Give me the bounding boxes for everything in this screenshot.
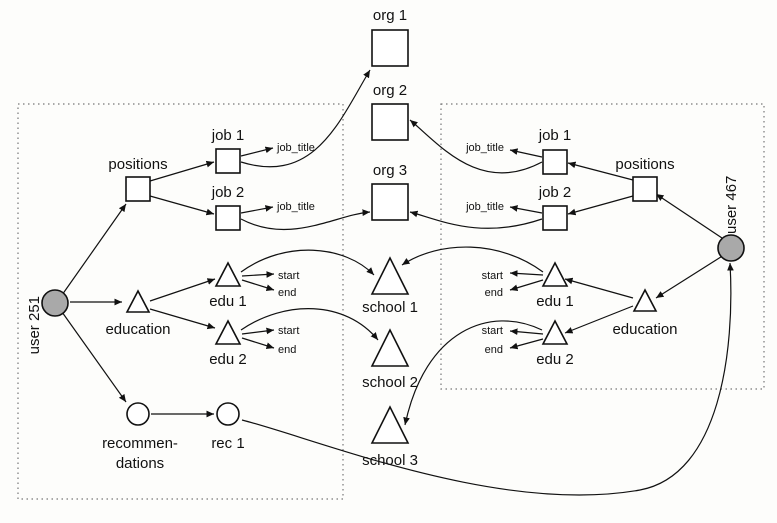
edge-redu1-school1 bbox=[401, 246, 544, 273]
edge-rjob2-title bbox=[509, 205, 543, 214]
org1-label: org 1 bbox=[373, 7, 407, 24]
right-job1-title-label: job_title bbox=[465, 142, 504, 154]
right-positions-label: positions bbox=[615, 156, 674, 173]
school2-label: school 2 bbox=[362, 374, 418, 391]
left-edu2-end-label: end bbox=[278, 344, 296, 356]
left-edu1-start-label: start bbox=[278, 270, 299, 282]
school3-label: school 3 bbox=[362, 452, 418, 469]
edge-redu2-school3 bbox=[403, 320, 543, 426]
edge-job1-title bbox=[240, 146, 274, 157]
left-recommendations-label-2: dations bbox=[116, 455, 164, 472]
edge-education-edu1 bbox=[149, 278, 216, 302]
left-edu1-node bbox=[214, 261, 242, 287]
left-recommendations-node bbox=[126, 402, 150, 426]
org2-node bbox=[371, 103, 409, 141]
edge-redu1-start bbox=[509, 270, 544, 277]
left-rec1-node bbox=[216, 402, 240, 426]
user251-label: user 251 bbox=[26, 296, 43, 354]
edge-job2-org3 bbox=[240, 209, 371, 231]
right-edu2-label: edu 2 bbox=[536, 351, 574, 368]
edge-rpositions-job1 bbox=[567, 161, 634, 181]
edge-edu1-start bbox=[241, 271, 275, 278]
edge-redu1-end bbox=[509, 279, 544, 292]
left-job1-title-label: job_title bbox=[276, 142, 315, 154]
left-job1-node bbox=[215, 148, 241, 174]
left-job2-label: job 2 bbox=[211, 184, 245, 201]
edge-user467-positions bbox=[655, 193, 723, 239]
user467-label: user 467 bbox=[723, 176, 740, 234]
right-job2-title-label: job_title bbox=[465, 201, 504, 213]
left-job2-title-label: job_title bbox=[276, 201, 315, 213]
edge-user251-recommendations bbox=[61, 311, 127, 403]
left-job1-label: job 1 bbox=[211, 127, 245, 144]
edge-user467-education bbox=[655, 254, 725, 299]
left-job2-node bbox=[215, 205, 241, 231]
org3-label: org 3 bbox=[373, 162, 407, 179]
left-edu1-label: edu 1 bbox=[209, 293, 247, 310]
left-edu2-start-label: start bbox=[278, 325, 299, 337]
right-positions-node bbox=[632, 176, 658, 202]
right-edu1-label: edu 1 bbox=[536, 293, 574, 310]
edge-edu1-end bbox=[241, 279, 275, 291]
edge-education-edu2 bbox=[149, 308, 216, 330]
edge-redu2-end bbox=[509, 338, 544, 350]
edge-reducation-edu2 bbox=[564, 305, 634, 334]
right-edu2-node bbox=[541, 319, 569, 345]
school1-label: school 1 bbox=[362, 299, 418, 316]
right-job1-label: job 1 bbox=[538, 127, 572, 144]
left-rec1-label: rec 1 bbox=[211, 435, 244, 452]
left-positions-label: positions bbox=[108, 156, 167, 173]
right-education-label: education bbox=[612, 321, 677, 338]
edge-rjob2-org3 bbox=[409, 210, 543, 229]
edge-edu2-start bbox=[241, 327, 275, 335]
school1-node bbox=[370, 256, 410, 295]
edge-rjob1-org2 bbox=[409, 119, 543, 174]
left-education-node bbox=[125, 289, 151, 313]
edge-edu2-school2 bbox=[240, 308, 379, 341]
user251-node bbox=[41, 289, 69, 317]
edge-edu1-school1 bbox=[240, 249, 375, 276]
right-job2-node bbox=[542, 205, 568, 231]
edge-rjob1-title bbox=[509, 148, 543, 158]
edge-redu2-start bbox=[509, 328, 544, 336]
right-edu1-end-label: end bbox=[485, 287, 503, 299]
right-edu2-end-label: end bbox=[485, 344, 503, 356]
school3-node bbox=[370, 405, 410, 444]
edge-rec1-user467 bbox=[241, 262, 734, 496]
edge-rpositions-job2 bbox=[567, 195, 634, 216]
org1-node bbox=[371, 29, 409, 67]
user-467-boundary bbox=[440, 103, 765, 390]
edge-edu2-end bbox=[241, 337, 275, 349]
left-edu1-end-label: end bbox=[278, 287, 296, 299]
right-edu2-start-label: start bbox=[482, 325, 503, 337]
left-edu2-node bbox=[214, 319, 242, 345]
edge-reducation-edu1 bbox=[564, 277, 634, 299]
user467-node bbox=[717, 234, 745, 262]
edge-positions-job2 bbox=[149, 195, 215, 216]
left-positions-node bbox=[125, 176, 151, 202]
right-education-node bbox=[632, 288, 658, 312]
org3-node bbox=[371, 183, 409, 221]
right-edu1-node bbox=[541, 261, 569, 287]
right-job1-node bbox=[542, 149, 568, 175]
left-edu2-label: edu 2 bbox=[209, 351, 247, 368]
edge-job1-org1 bbox=[240, 69, 371, 168]
left-recommendations-label-1: recommen- bbox=[102, 435, 178, 452]
school2-node bbox=[370, 328, 410, 367]
right-edu1-start-label: start bbox=[482, 270, 503, 282]
org2-label: org 2 bbox=[373, 82, 407, 99]
left-education-label: education bbox=[105, 321, 170, 338]
edge-positions-job1 bbox=[149, 160, 215, 182]
right-job2-label: job 2 bbox=[538, 184, 572, 201]
edge-job2-title bbox=[240, 205, 274, 214]
edge-user251-positions bbox=[61, 203, 127, 296]
